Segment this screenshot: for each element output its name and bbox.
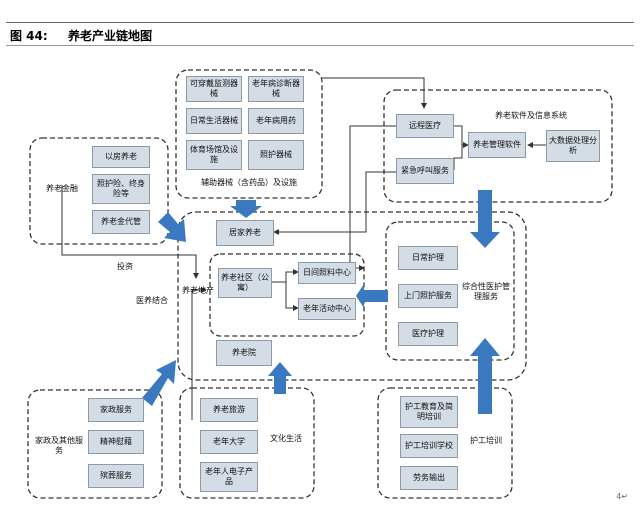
- node-daily-living-equipment: 日常生活器械: [186, 108, 242, 134]
- node-caregiver-school: 护工培训学校: [400, 434, 458, 458]
- connector-emergency-to-home: [273, 171, 396, 235]
- node-big-data: 大数据处理分析: [546, 130, 600, 162]
- node-senior-community: 养老社区（公寓）: [218, 268, 272, 298]
- training-label: 护工培训: [470, 436, 502, 445]
- node-housekeeping: 家政服务: [88, 398, 144, 422]
- connector-culture-to-core: [191, 287, 207, 420]
- block-arrow-household: [142, 360, 176, 406]
- figure-header: 图 44: 养老产业链地图 ↵: [6, 22, 634, 46]
- equipment-caption: 辅助器械（含药品）及设施: [201, 178, 297, 187]
- cluster-training: [377, 387, 513, 499]
- medical-integration-label: 医养结合: [136, 296, 168, 305]
- care-label: 综合性医护管理服务: [462, 282, 510, 301]
- node-home-care: 居家养老: [216, 220, 274, 246]
- node-mgmt-software: 养老管理软件: [468, 132, 526, 158]
- cluster-finance: [29, 137, 169, 245]
- page-mark: 4↵: [616, 492, 628, 501]
- node-spiritual-comfort: 精神慰藉: [88, 430, 144, 454]
- node-activity-center: 老年活动中心: [298, 298, 356, 320]
- block-arrow-care: [356, 284, 388, 308]
- connector-equipment-to-software: [322, 77, 427, 109]
- node-pension-custody: 养老金代管: [92, 210, 150, 234]
- household-label: 家政及其他服务: [35, 436, 83, 455]
- node-home-visit-care: 上门照护服务: [398, 284, 458, 308]
- node-senior-university: 老年大学: [200, 430, 258, 454]
- culture-label: 文化生活: [270, 434, 302, 443]
- connector-remote-medical-to-community: [349, 125, 396, 271]
- node-labor-export: 劳务输出: [400, 466, 458, 490]
- node-daycare-center: 日间照料中心: [298, 262, 356, 284]
- real-estate-label: 养老地产: [182, 286, 214, 295]
- node-sports-facilities: 体育场馆及设施: [186, 140, 242, 170]
- finance-label: 养老金融: [46, 184, 78, 193]
- node-wearable-monitor: 可穿戴监测器械: [186, 76, 242, 102]
- figure-title: 养老产业链地图: [68, 29, 153, 43]
- node-medical-care: 医疗护理: [398, 322, 458, 346]
- node-caregiver-education: 护工教育及简明培训: [400, 396, 458, 428]
- node-daily-care: 日常护理: [398, 246, 458, 270]
- investment-label: 投资: [117, 262, 133, 271]
- cluster-household: [27, 389, 163, 499]
- figure-label: 图 44:: [10, 29, 48, 43]
- node-senior-electronics: 老年人电子产品: [200, 462, 258, 492]
- block-arrow-software: [470, 190, 500, 248]
- connector-community-to-activity: [285, 282, 299, 311]
- connector-community-to-daycare: [272, 269, 299, 283]
- cluster-equipment: [175, 69, 323, 199]
- connector-software-merge: [453, 125, 463, 170]
- node-geriatric-medicine: 老年病用药: [248, 108, 304, 134]
- return-mark: ↵: [146, 28, 154, 38]
- node-geriatric-diagnostic: 老年病诊断器械: [248, 76, 304, 102]
- cluster-software: [383, 89, 613, 203]
- node-care-insurance: 照护险、终身险等: [92, 174, 150, 204]
- software-label: 养老软件及信息系统: [495, 111, 567, 120]
- node-reverse-mortgage: 以房养老: [92, 146, 150, 168]
- connector-finance-invest: [61, 185, 199, 279]
- node-remote-medical: 远程医疗: [396, 114, 454, 138]
- cluster-culture: [179, 387, 315, 499]
- block-arrow-training: [470, 338, 500, 414]
- block-arrow-equipment: [230, 200, 262, 218]
- cluster-core: [177, 211, 527, 381]
- node-nursing-home: 养老院: [216, 340, 272, 366]
- node-emergency-call: 紧急呼叫服务: [396, 158, 454, 184]
- node-care-equipment: 照护器械: [248, 140, 304, 170]
- node-senior-travel: 养老旅游: [200, 398, 258, 422]
- block-arrow-culture: [268, 362, 292, 394]
- node-funeral-service: 殡葬服务: [88, 464, 144, 488]
- block-arrow-finance: [158, 212, 186, 242]
